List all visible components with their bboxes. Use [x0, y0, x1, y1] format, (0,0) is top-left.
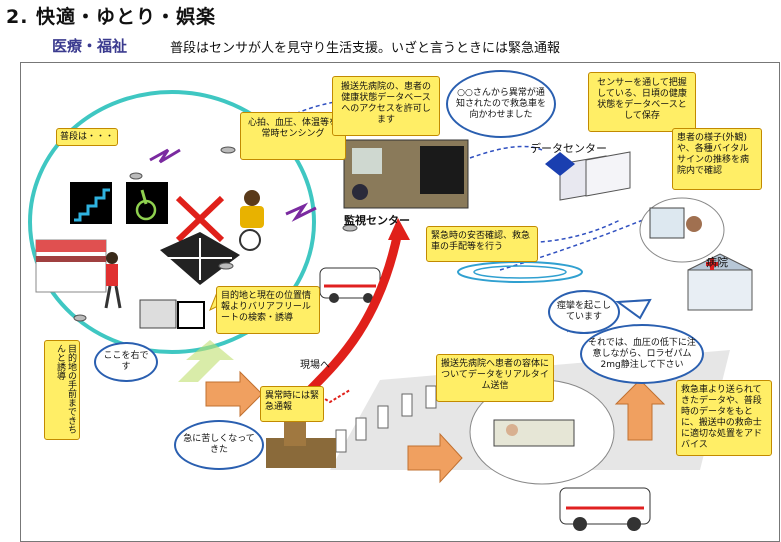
bus-stop-icon — [139, 299, 177, 329]
wheelchair-user-figure — [244, 190, 260, 206]
flow-arrow-2 — [407, 432, 463, 484]
bubble-doctor-instruction: それでは、血圧の低下に注意しながら、ロラゼパム2mg静注して下さい — [580, 324, 704, 384]
accessible-sign-icon — [177, 301, 205, 329]
wireless-network-ring — [457, 261, 583, 283]
walking-person-figure — [106, 252, 118, 264]
callout-safety: 緊急時の安否確認、救急車の手配等を行う — [426, 226, 538, 262]
callout-realtime: 搬送先病院へ患者の容体についてデータをリアルタイム送信 — [436, 354, 554, 402]
label-monitoring-center: 監視センター — [344, 214, 410, 227]
bubble-dispatch: ○○さんから異常が通知されたので救急車を向かわせました — [446, 70, 556, 138]
callout-route: 目的地と現在の位置情報よりバリアフリールートの検索・誘導 — [216, 286, 320, 334]
label-data-center: データセンター — [530, 142, 607, 155]
callout-hospital-access: 搬送先病院の、患者の健康状態データベースへのアクセスを許可します — [332, 76, 440, 136]
ambulance-icon-top — [319, 267, 381, 299]
callout-paramedic: 救急車より送られてきたデータや、普段時のデータをもとに、搬送中の救命士に適切な処… — [676, 380, 772, 456]
category-label: 医療・福祉 — [52, 37, 128, 55]
callout-sensing: 心拍、血圧、体温等を常時センシング — [240, 112, 346, 160]
callout-normally: 普段は・・・ — [56, 128, 118, 146]
callout-guide: 目的地の手前まできちんと誘導 — [44, 340, 80, 440]
callout-emergency: 異常時には緊急通報 — [260, 386, 324, 422]
hospital-building — [687, 269, 753, 311]
life-support-circle — [28, 90, 316, 354]
callout-doctor-note: 患者の様子(外観)や、各種バイタルサインの推移を病院内で確認 — [672, 128, 762, 190]
callout-datacenter-note: センサーを通して把握している、日頃の健康状態をデータベースとして保存 — [588, 72, 696, 132]
signal-bolt-icon — [149, 148, 181, 164]
page-subtitle: 普段はセンサが人を見守り生活支援。いざと言うときには緊急通報 — [170, 41, 561, 56]
flow-arrow-1 — [205, 370, 263, 418]
bubble-turn-right: ここを右です — [94, 342, 158, 382]
bubble-suffering: 急に苦しくなってきた — [174, 420, 264, 470]
page-title: 2. 快適・ゆとり・娯楽 — [6, 6, 217, 28]
emergency-call-arrow — [306, 231, 403, 394]
stairs-icon — [70, 182, 112, 224]
ambulance-icon-bottom — [559, 487, 651, 525]
label-hospital: 病院 — [706, 256, 728, 269]
flow-arrow-3 — [614, 379, 666, 441]
bubble-seizure: 痙攣を起こしています — [548, 290, 620, 334]
label-to-scene: 現場へ — [300, 360, 330, 371]
